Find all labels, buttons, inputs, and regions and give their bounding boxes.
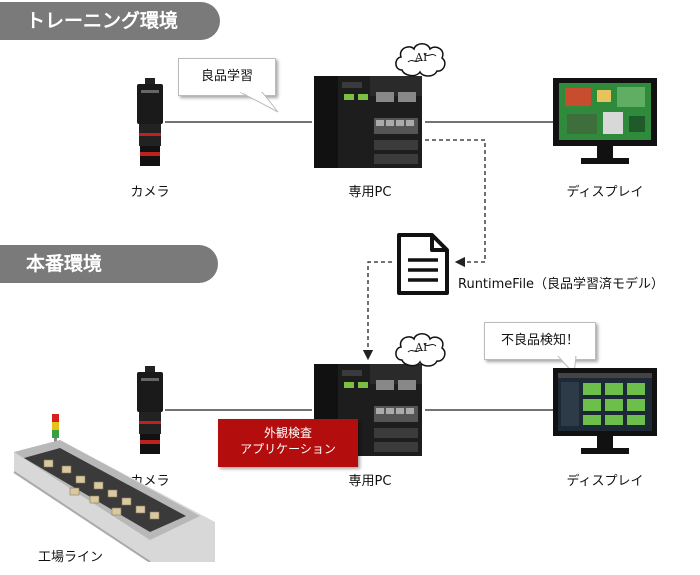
industrial-pc-icon [314, 76, 422, 168]
pc-label-training: 専用PC [348, 185, 392, 200]
ai-brain-icon [395, 333, 446, 367]
display-label-training: ディスプレイ [566, 185, 644, 200]
camera-label-training: カメラ [130, 185, 170, 200]
monitor-inspection-icon [553, 368, 657, 454]
section-header-training: トレーニング環境 [0, 2, 220, 40]
ai-label-training: AI [415, 51, 428, 64]
bubble-tail [240, 92, 279, 113]
ai-brain-icon [395, 43, 446, 77]
runtime-file-label: RuntimeFile（良品学習済モデル） [458, 277, 665, 292]
display-label-production: ディスプレイ [566, 474, 644, 489]
document-icon [397, 233, 449, 295]
app-name-line1: 外観検査 [263, 426, 312, 440]
factory-line-label: 工場ライン [38, 550, 104, 565]
speech-bubble-training: 良品学習 [178, 58, 276, 96]
factory-line-icon [13, 414, 215, 562]
speech-bubble-production: 不良品検知！ [484, 322, 596, 360]
camera-icon [137, 366, 163, 454]
camera-icon [137, 78, 163, 166]
dashed-path-pc-to-file [425, 139, 486, 268]
pc-label-production: 専用PC [348, 474, 392, 489]
app-name-line2: アプリケーション [240, 442, 336, 456]
inspection-app-box: 外観検査 アプリケーション [218, 419, 358, 467]
section-header-production: 本番環境 [0, 245, 218, 283]
dashed-path-file-to-pc [362, 261, 392, 361]
ai-label-production: AI [415, 341, 428, 354]
monitor-pcb-icon [553, 78, 657, 164]
